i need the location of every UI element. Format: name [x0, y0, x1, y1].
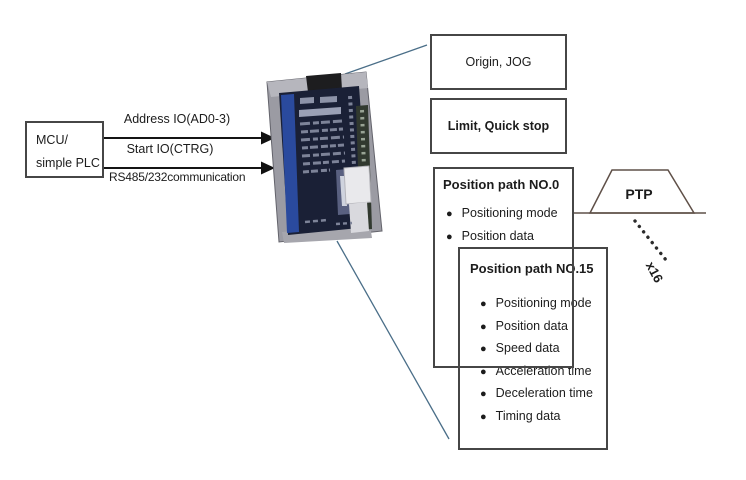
connector-line-bottom — [336, 240, 450, 440]
arrowhead-icon — [261, 161, 275, 175]
list-item-label: Position data — [495, 318, 568, 333]
servo-drive-image — [266, 71, 383, 243]
bullet-icon: ● — [480, 365, 487, 378]
drive-top-connector — [306, 73, 342, 92]
position-path-15-title: Position path NO.15 — [470, 261, 594, 276]
list-item: ● Positioning mode — [480, 293, 606, 316]
mcu-label-line1: MCU/ — [36, 133, 68, 147]
origin-jog-box: Origin, JOG — [430, 34, 567, 90]
position-path-15-box: Position path NO.15 ● Positioning mode ●… — [458, 247, 608, 450]
signal-arrow-rs485 — [103, 161, 275, 175]
list-item: ● Position data — [480, 316, 606, 339]
ptp-label: PTP — [625, 186, 653, 202]
mcu-plc-box: MCU/ simple PLC — [25, 121, 104, 178]
bullet-icon: ● — [446, 231, 453, 243]
mcu-label-line2: simple PLC — [36, 156, 100, 170]
list-item: ● Speed data — [480, 338, 606, 361]
bullet-icon: ● — [480, 343, 487, 355]
bullet-icon: ● — [446, 208, 453, 220]
list-item: ● Deceleration time — [480, 383, 606, 406]
signal-label-rs485: RS485/232communication — [109, 170, 246, 184]
signal-label-address: Address IO(AD0-3) — [123, 112, 231, 126]
ptp-trapezoid — [574, 169, 706, 214]
connector-line-top — [344, 44, 428, 75]
position-path-0-list: ● Positioning mode ● Position data — [443, 202, 572, 248]
list-item-label: Position data — [461, 229, 534, 243]
list-item-label: Timing data — [495, 408, 561, 423]
list-item: ● Position data — [446, 225, 572, 248]
arrowhead-icon — [261, 131, 275, 145]
bullet-icon: ● — [480, 298, 487, 310]
list-item: ● Positioning mode — [446, 202, 572, 225]
drive-blue-stripe — [281, 94, 299, 233]
list-item-label: Speed data — [495, 341, 560, 355]
bullet-icon: ● — [480, 410, 487, 423]
bullet-icon: ● — [480, 320, 487, 333]
signal-arrow-address — [103, 131, 275, 145]
position-path-0-title: Position path NO.0 — [443, 177, 560, 192]
limit-quickstop-box: Limit, Quick stop — [430, 98, 567, 154]
limit-quickstop-label: Limit, Quick stop — [447, 119, 550, 133]
list-item-label: Positioning mode — [461, 206, 558, 220]
drive-label-rows — [299, 119, 346, 174]
list-item: ● Timing data — [480, 406, 606, 429]
dotted-line — [633, 219, 668, 262]
origin-jog-label: Origin, JOG — [465, 55, 532, 69]
bullet-icon: ● — [480, 388, 487, 400]
list-item-label: Positioning mode — [495, 296, 592, 310]
list-item-label: Deceleration time — [495, 386, 593, 400]
drive-white-connector — [343, 165, 372, 205]
position-path-0-box: Position path NO.0 ● Positioning mode ● … — [433, 167, 574, 368]
signal-label-start: Start IO(CTRG) — [126, 142, 214, 156]
